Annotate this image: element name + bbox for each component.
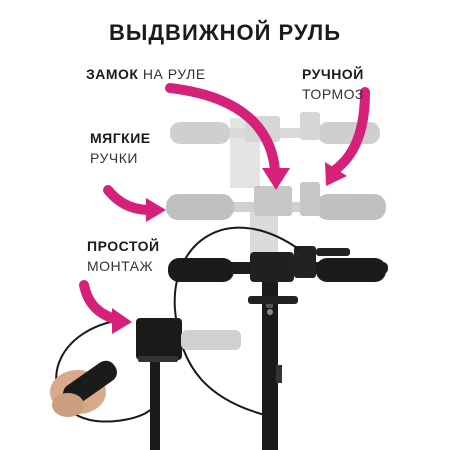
brake-label-bold: РУЧНОЙ [302, 66, 364, 82]
grips-label-bold: МЯГКИЕ [90, 130, 151, 146]
main-handlebar [168, 246, 388, 282]
mount-label: ПРОСТОЙ МОНТАЖ [87, 238, 160, 274]
grips-label: МЯГКИЕ РУЧКИ [90, 130, 151, 166]
page-title: ВЫДВИЖНОЙ РУЛЬ [108, 20, 342, 45]
ghost-handlebar-middle [166, 182, 386, 270]
lock-label-bold: ЗАМОК [86, 66, 139, 82]
brake-cable [173, 226, 301, 416]
lock-label-rest: НА РУЛЕ [138, 66, 206, 82]
hand-with-grip [50, 360, 117, 417]
clamp-detail [136, 318, 241, 450]
brake-label-rest: ТОРМОЗ [302, 86, 365, 102]
lock-label: ЗАМОК НА РУЛЕ [86, 66, 206, 82]
grips-label-rest: РУЧКИ [90, 150, 138, 166]
main-stem [248, 262, 298, 450]
brake-label: РУЧНОЙ ТОРМОЗ [302, 66, 364, 102]
mount-label-rest: МОНТАЖ [87, 258, 154, 274]
mount-label-bold: ПРОСТОЙ [87, 238, 160, 254]
accent-arrowheads [112, 162, 347, 334]
